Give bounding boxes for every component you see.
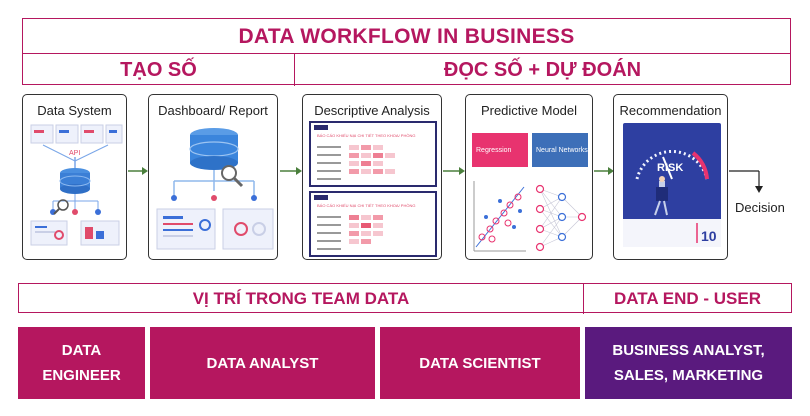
arrow-icon <box>594 166 614 176</box>
risk-word: RISK <box>657 162 683 174</box>
phase-left-label: TẠO SỐ <box>23 54 295 86</box>
phase-row: TẠO SỐ ĐỌC SỐ + DỰ ĐOÁN <box>22 53 791 85</box>
team-data-label: VỊ TRÍ TRONG TEAM DATA <box>19 284 584 314</box>
model-plots-illustration <box>470 177 590 257</box>
arrow-icon <box>443 166 465 176</box>
dashboard-illustration <box>149 121 278 260</box>
card-dashboard-report: Dashboard/ Report <box>148 94 278 260</box>
decision-arrow-icon <box>729 166 769 194</box>
card-title: Data System <box>23 103 126 118</box>
report-table-bottom: BÁO CÁO KHIẾU NẠI CHI TIẾT THEO KHOA/ PH… <box>309 191 437 257</box>
role-data-scientist: DATA SCIENTIST <box>380 327 580 399</box>
risk-cover: RISK 10 <box>623 123 721 247</box>
card-title: Recommendation <box>614 103 727 118</box>
neural-networks-tag: Neural Networks <box>532 133 588 167</box>
data-system-illustration: API <box>23 121 127 260</box>
arrow-icon <box>280 166 302 176</box>
card-data-system: Data System API <box>22 94 127 260</box>
api-label: API <box>69 150 80 157</box>
page-title: DATA WORKFLOW IN BUSINESS <box>22 18 791 54</box>
page-number: 10 <box>701 228 717 244</box>
card-title: Dashboard/ Report <box>149 103 277 118</box>
card-predictive-model: Predictive Model Regression Neural Netwo… <box>465 94 593 260</box>
card-title: Predictive Model <box>466 103 592 118</box>
arrow-icon <box>128 166 148 176</box>
report-table-top: BÁO CÁO KHIẾU NẠI CHI TIẾT THEO KHOA/ PH… <box>309 121 437 187</box>
regression-tag: Regression <box>472 133 528 167</box>
card-recommendation: Recommendation RISK 10 <box>613 94 728 260</box>
roles-header-row: VỊ TRÍ TRONG TEAM DATA DATA END - USER <box>18 283 792 313</box>
card-descriptive-analysis: Descriptive Analysis BÁO CÁO KHIẾU NẠI C… <box>302 94 442 260</box>
decision-label: Decision <box>735 200 785 215</box>
phase-right-label: ĐỌC SỐ + DỰ ĐOÁN <box>295 54 790 86</box>
card-title: Descriptive Analysis <box>303 103 441 118</box>
end-user-label: DATA END - USER <box>584 284 791 314</box>
role-business-users: BUSINESS ANALYST,SALES, MARKETING <box>585 327 792 399</box>
role-data-analyst: DATA ANALYST <box>150 327 375 399</box>
